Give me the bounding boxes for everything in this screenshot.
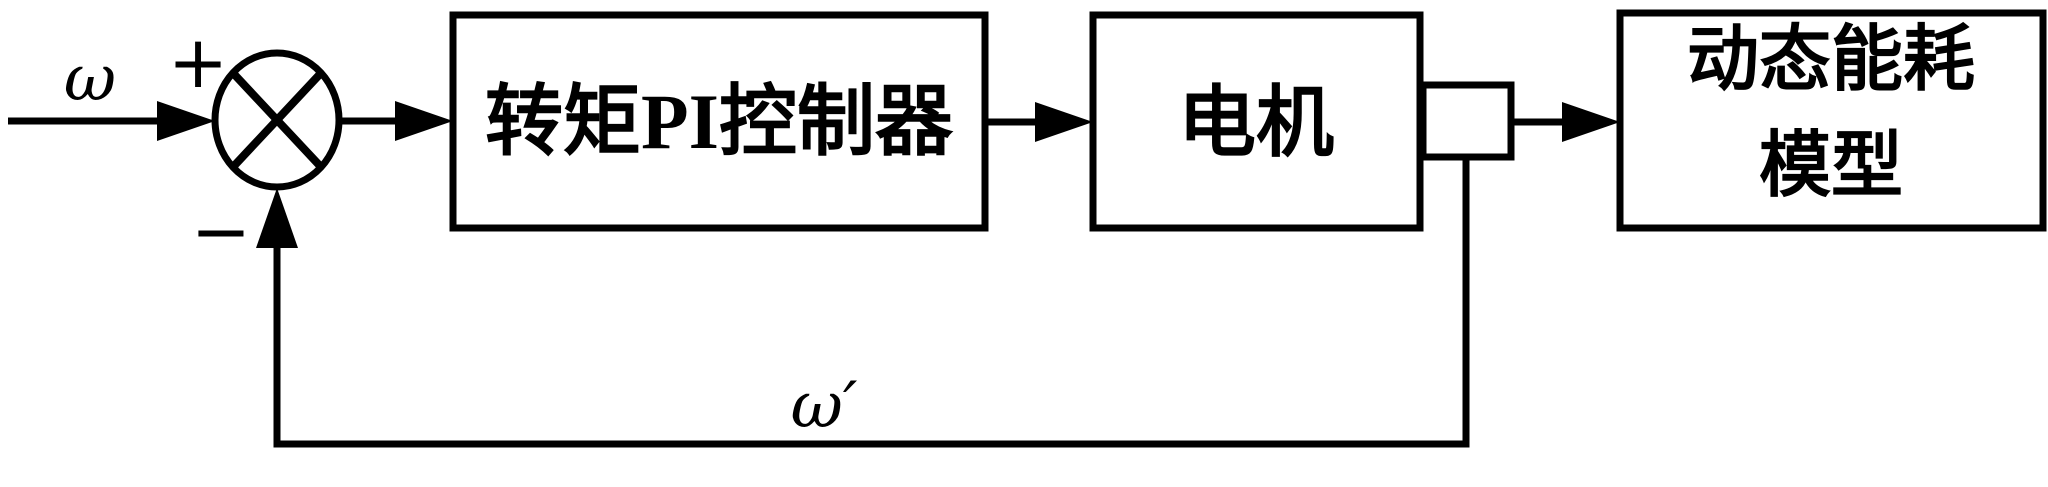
motor-label: 电机	[1178, 79, 1334, 166]
minus-sign: −	[191, 189, 251, 273]
feedback-signal-label: ω′	[791, 369, 858, 443]
controller-label: 转矩PI控制器	[485, 78, 954, 165]
motor-block: 电机	[1089, 11, 1424, 232]
feedback-path	[256, 157, 1470, 448]
feedback-arrowhead	[256, 188, 298, 248]
junction-to-controller-arrow	[339, 101, 453, 141]
energy-model-label-line1: 动态能耗	[1687, 20, 1975, 100]
summing-junction	[211, 49, 343, 191]
energy-model-block: 动态能耗 模型	[1616, 9, 2047, 232]
sensor-to-model-arrow	[1511, 102, 1620, 142]
controller-block: 转矩PI控制器	[449, 11, 989, 232]
input-signal-label: ω	[64, 42, 116, 116]
controller-to-motor-arrow	[985, 102, 1093, 142]
input-arrow	[8, 101, 215, 141]
energy-model-label-line2: 模型	[1759, 126, 1903, 206]
sensor-block	[1419, 81, 1515, 161]
plus-sign: +	[168, 20, 228, 104]
